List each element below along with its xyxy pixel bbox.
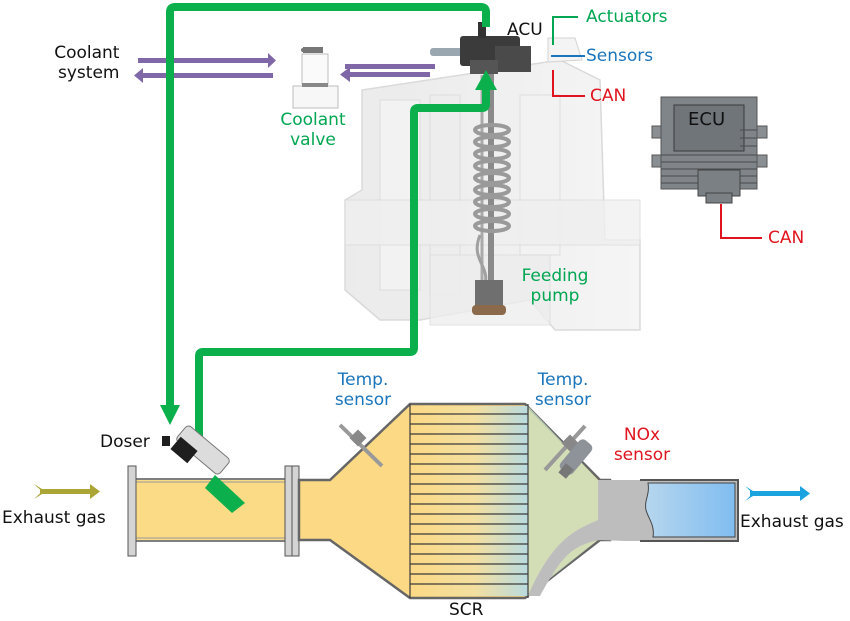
dosing-return-line (166, 3, 490, 410)
label-scr: SCR (449, 600, 484, 620)
coolant-system-line1: Coolant (54, 43, 120, 63)
temp-sensor-2-line1: Temp. (537, 370, 589, 390)
dosing-lines (166, 3, 490, 448)
coolant-return-line (143, 73, 273, 78)
label-coolant-system: Coolant system (53, 43, 119, 83)
coolant-valve-line1: Coolant (280, 110, 346, 130)
nox-sensor-line2: sensor (613, 445, 671, 465)
temp-sensor-1-line2: sensor (334, 390, 392, 410)
coolant-valve-to-acu-line (345, 64, 435, 69)
temp-sensor-1-line1: Temp. (337, 370, 389, 390)
dosing-supply-arrowhead (475, 70, 497, 90)
label-actuators: Actuators (586, 7, 668, 27)
dosing-return-arrowhead (160, 405, 180, 425)
exhaust-in-arrow (34, 484, 100, 499)
feeding-pump-assembly (472, 70, 511, 315)
label-coolant-valve: Coolant valve (278, 110, 348, 150)
coolant-supply-line (138, 58, 268, 63)
coolant-lines (134, 53, 435, 83)
scr-catalyst-channels (409, 404, 529, 598)
label-temp-sensor-2: Temp. sensor (530, 370, 596, 410)
label-temp-sensor-1: Temp. sensor (330, 370, 396, 410)
inlet-flange (127, 465, 137, 557)
actuators-line (552, 16, 578, 45)
ecu-unit (651, 96, 768, 204)
doser-injector (162, 425, 245, 513)
spray-cone (205, 475, 245, 513)
coolant-valve-line2: valve (290, 130, 336, 150)
nox-sensor-probe (558, 439, 593, 479)
dosing-supply-line (195, 88, 490, 448)
acu-can-line (552, 70, 585, 97)
label-nox-sensor: NOx sensor (608, 425, 676, 465)
coolant-valve (292, 47, 339, 109)
feeding-pump-line1: Feeding (521, 266, 589, 286)
label-ecu: ECU (688, 109, 726, 130)
label-exhaust-out: Exhaust gas (740, 512, 844, 532)
temp-sensor-1-probe (338, 423, 384, 468)
label-sensors: Sensors (586, 46, 654, 66)
exhaust-out-arrow (745, 486, 810, 501)
coolant-return-arrowhead (134, 68, 143, 83)
nox-sensor-line1: NOx (623, 425, 661, 445)
ecu-can-line (720, 204, 762, 239)
label-doser: Doser (100, 432, 150, 452)
coolant-system-line2: system (58, 63, 120, 83)
label-exhaust-in: Exhaust gas (2, 508, 106, 528)
acu-unit (430, 22, 531, 74)
label-feeding-pump: Feeding pump (517, 266, 593, 306)
label-ecu-can: CAN (768, 228, 805, 248)
coolant-acu-to-valve-line (350, 72, 430, 77)
coolant-supply-arrowhead (268, 53, 276, 68)
mid-flange-a (284, 465, 293, 557)
label-acu-can: CAN (590, 86, 627, 106)
label-acu: ACU (507, 20, 543, 40)
feeding-pump-line2: pump (530, 286, 580, 306)
temp-sensor-2-line2: sensor (534, 390, 592, 410)
